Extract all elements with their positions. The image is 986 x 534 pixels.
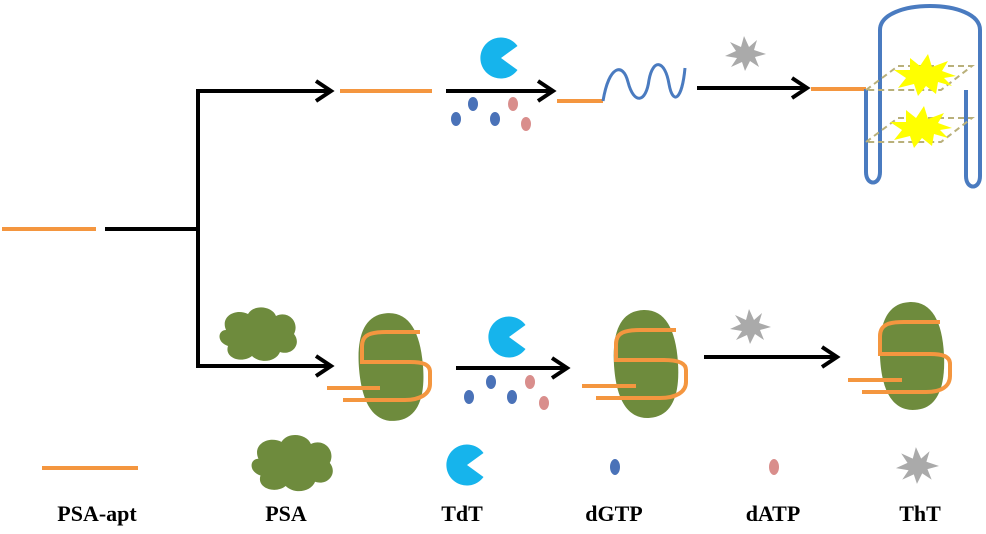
legend-label-psa: PSA — [265, 501, 307, 526]
g-quadruplex-complex — [811, 4, 982, 189]
dgtp-dot — [468, 97, 478, 111]
pink-dot-icon — [769, 459, 779, 475]
arrow-top-extension — [446, 79, 557, 103]
arrow-top-tht — [697, 76, 811, 100]
nucleotides-top — [451, 97, 531, 131]
dgtp-dot — [464, 390, 474, 404]
branch-splitter — [105, 89, 330, 368]
bound-aptamer — [848, 320, 952, 394]
tht-dye-bottom — [730, 309, 771, 344]
datp-dot — [539, 396, 549, 410]
quartet-plane — [863, 65, 975, 143]
nucleotides-bottom — [464, 375, 549, 410]
arrowhead-bottom-branch — [314, 354, 335, 378]
arrow-bottom-tht — [704, 345, 841, 369]
g-rich-tail — [601, 63, 687, 102]
bound-aptamer — [582, 328, 688, 400]
dgtp-dot — [490, 112, 500, 126]
legend-label-datp: dATP — [745, 501, 801, 526]
psa-protein-free — [219, 307, 297, 361]
legend-label-tht: ThT — [899, 501, 941, 526]
psa-aptamer-complex — [327, 310, 432, 424]
tht-dye-top — [725, 36, 766, 71]
dgtp-dot — [507, 390, 517, 404]
green-blob-icon — [251, 434, 333, 492]
gray-star-icon — [895, 447, 939, 484]
arrow-bottom-extension — [456, 356, 571, 380]
legend-label-tdt: TdT — [441, 501, 483, 526]
bound-aptamer — [327, 330, 432, 402]
psa-protein — [354, 310, 428, 424]
legend-label-dgtp: dGTP — [585, 501, 643, 526]
psa-aptamer-final-complex — [848, 300, 952, 412]
psa-protein — [610, 307, 682, 421]
psa-aptamer-complex-after-tdt — [582, 307, 688, 421]
extended-aptamer — [557, 63, 687, 103]
tdt-enzyme-bottom — [488, 316, 526, 358]
branch-arrowheads — [314, 79, 335, 378]
dgtp-dot — [486, 375, 496, 389]
tdt-enzyme-top — [480, 37, 518, 79]
datp-dot — [508, 97, 518, 111]
legend-label-psa-apt: PSA-apt — [57, 501, 137, 526]
blue-dot-icon — [610, 459, 620, 475]
arrowhead-top-branch — [314, 79, 335, 103]
datp-dot — [521, 117, 531, 131]
dgtp-dot — [451, 112, 461, 126]
datp-dot — [525, 375, 535, 389]
g-quadruplex-strand — [864, 4, 982, 189]
pacman-icon — [446, 444, 484, 486]
